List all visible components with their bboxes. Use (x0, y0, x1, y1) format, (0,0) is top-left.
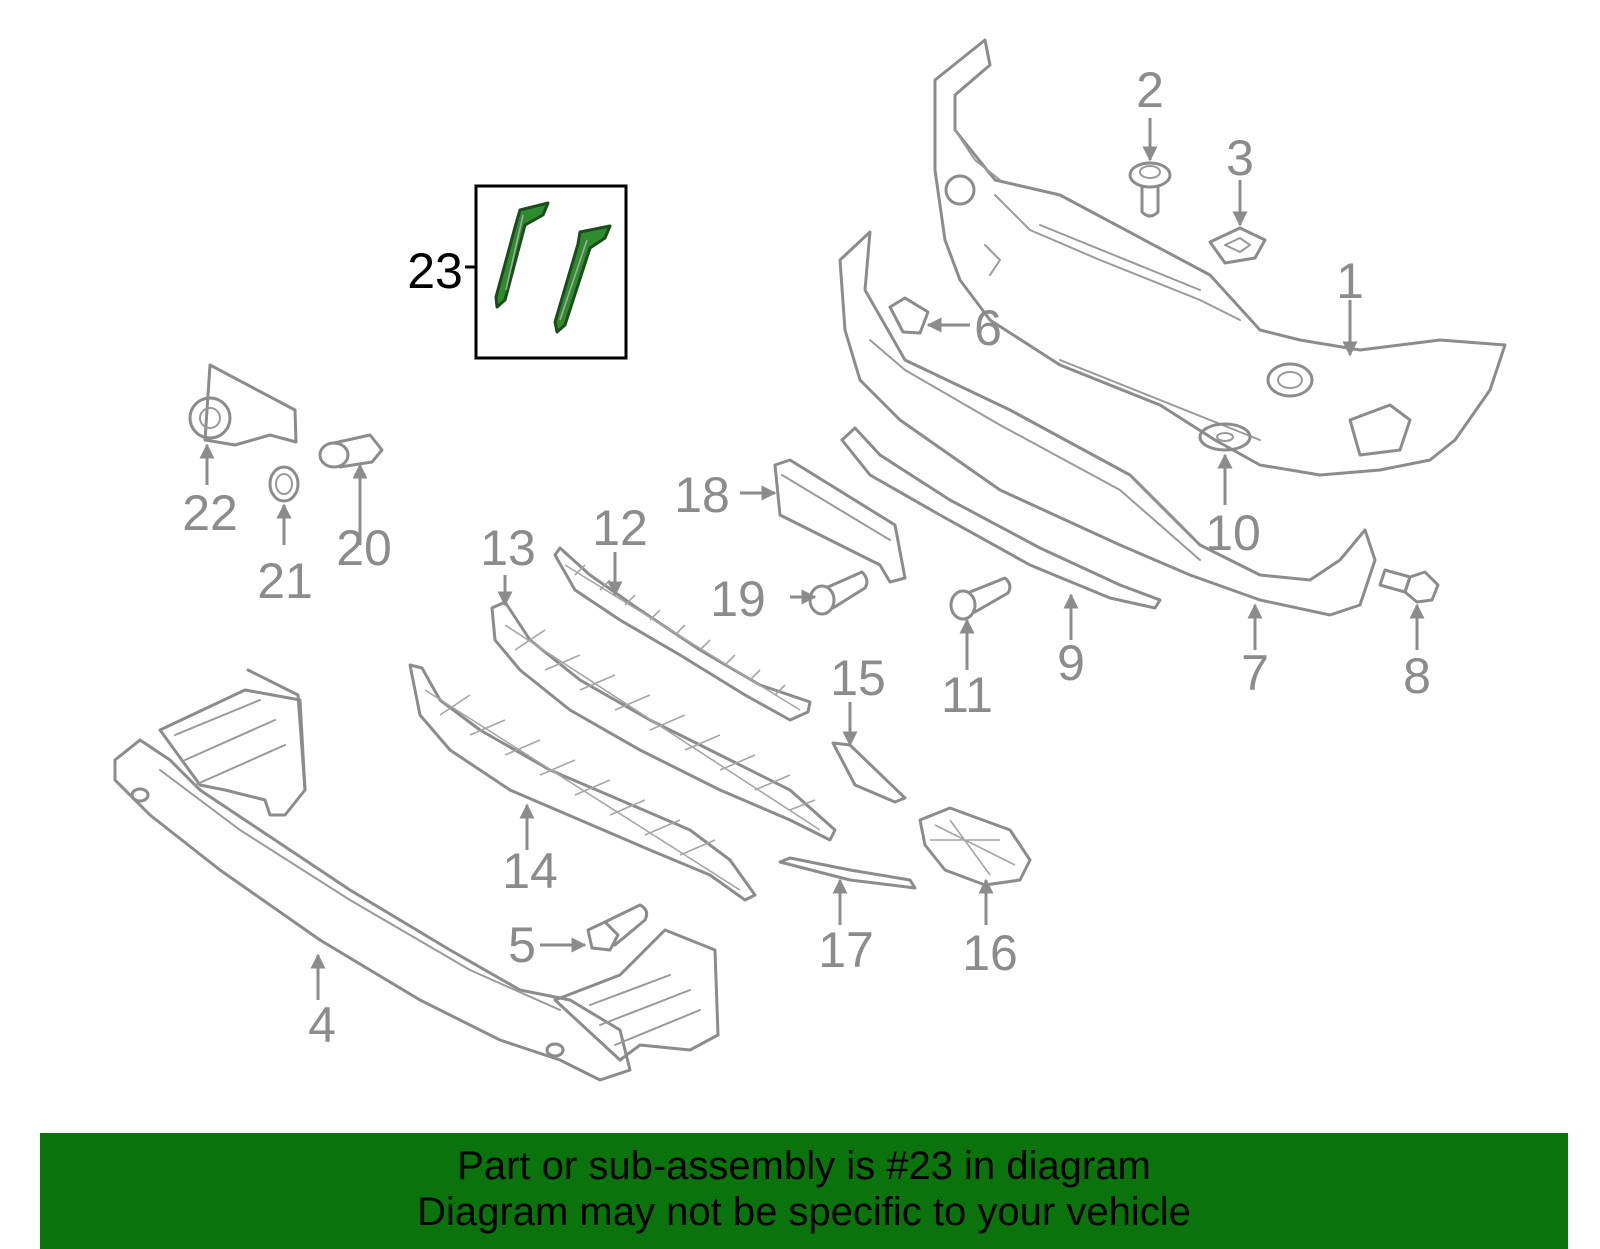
part-17-trim-strip (778, 856, 917, 890)
callout-21: 21 (257, 553, 313, 609)
part-5-bolt (586, 903, 649, 952)
callout-8: 8 (1403, 648, 1431, 704)
callout-11: 11 (941, 667, 993, 723)
part-11-screw (949, 576, 1012, 621)
callout-22: 22 (182, 485, 238, 541)
part-12-upper-grille (553, 546, 812, 722)
part-21-grommet (268, 465, 300, 503)
callout-labels: 1 2 3 4 5 6 7 8 9 10 11 12 13 14 15 16 1… (182, 62, 1431, 1053)
part-6-bracket (888, 296, 930, 335)
callout-2: 2 (1136, 62, 1164, 118)
part-10-washer (1198, 422, 1252, 452)
callout-18: 18 (674, 467, 730, 523)
callout-19: 19 (710, 571, 766, 627)
callout-10: 10 (1205, 505, 1261, 561)
callout-12: 12 (592, 500, 648, 556)
part-18-trim-panel (773, 458, 907, 584)
part-3-clip (1208, 226, 1267, 265)
part-8-bolt (1378, 568, 1440, 604)
callout-1: 1 (1336, 253, 1364, 309)
info-banner: Part or sub-assembly is #23 in diagram D… (40, 1133, 1568, 1249)
part-9-trim-strip (840, 426, 1162, 610)
banner-line-part-number: Part or sub-assembly is #23 in diagram (457, 1144, 1151, 1188)
callout-4: 4 (308, 997, 336, 1053)
part-15-cover (831, 741, 907, 804)
part-23-highlight-box (474, 184, 628, 360)
part-2-bolt (1128, 161, 1172, 218)
part-19-screw (808, 570, 869, 616)
part-4-reinforcement (113, 668, 720, 1082)
callout-17: 17 (818, 922, 874, 978)
part-13-grille (490, 600, 837, 842)
callout-7: 7 (1241, 645, 1269, 701)
part-16-fog-grille (918, 806, 1032, 887)
callout-20: 20 (336, 520, 392, 576)
leader-lines (199, 118, 1425, 1000)
part-14-lower-grille (408, 663, 757, 902)
part-7-lower-trim (838, 230, 1377, 617)
callout-13: 13 (480, 520, 536, 576)
callout-23: 23 (407, 243, 463, 299)
part-20-sensor (318, 433, 384, 469)
part-1-bumper-cover (933, 38, 1507, 477)
banner-line-disclaimer: Diagram may not be specific to your vehi… (417, 1190, 1191, 1234)
callout-3: 3 (1226, 130, 1254, 186)
callout-16: 16 (962, 925, 1018, 981)
callout-6: 6 (974, 300, 1002, 356)
part-23-bracket-right (553, 224, 612, 334)
callout-15: 15 (830, 650, 886, 706)
callout-9: 9 (1057, 635, 1085, 691)
callout-14: 14 (502, 843, 558, 899)
part-22-sensor-housing (188, 363, 298, 447)
callout-5: 5 (508, 917, 536, 973)
part-23-bracket-left (494, 201, 550, 309)
